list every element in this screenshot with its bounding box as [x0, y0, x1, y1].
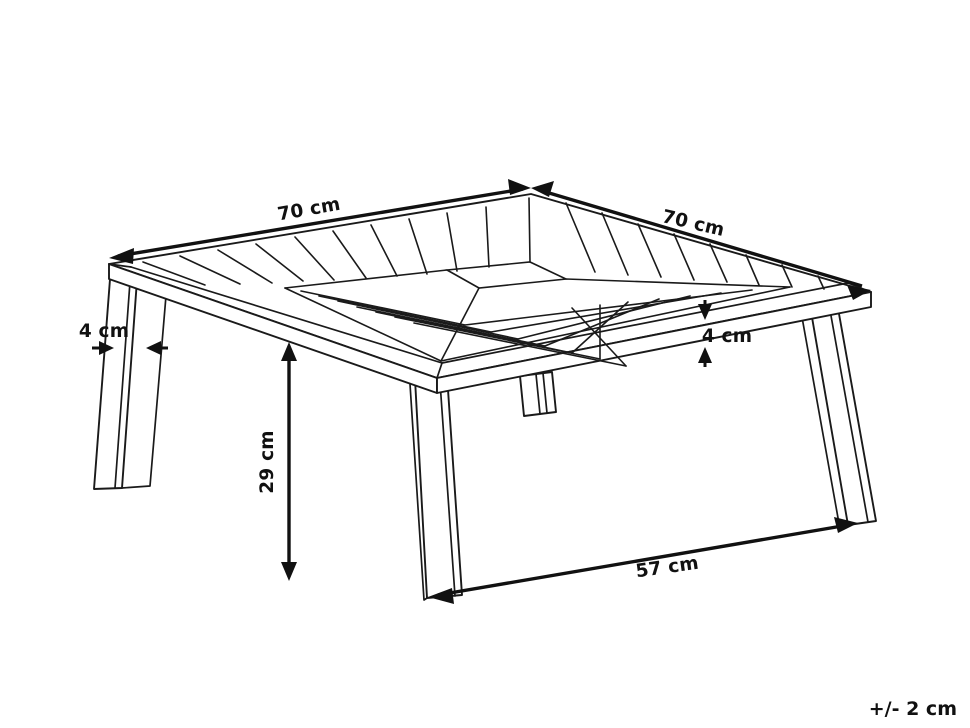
- leg-back-left: [93, 265, 169, 490]
- support-bracket: [519, 371, 557, 417]
- table-illustration: [93, 193, 877, 601]
- dimension-leg-span: 57 cm: [428, 517, 858, 604]
- dimension-top-thickness: 4 cm: [698, 300, 752, 367]
- tabletop-slat-pattern: [142, 197, 825, 367]
- dimension-label-table-height: 29 cm: [257, 430, 278, 493]
- tabletop: [108, 193, 872, 394]
- dimension-table-height: 29 cm: [257, 342, 297, 581]
- dimension-leg-thickness: 4 cm: [79, 321, 168, 355]
- leg-front-left: [409, 374, 463, 601]
- dimension-label-leg-span: 57 cm: [634, 553, 700, 583]
- dimension-label-top-thickness: 4 cm: [702, 326, 752, 347]
- dimension-label-leg-thickness: 4 cm: [79, 321, 129, 342]
- tolerance-note: +/- 2 cm: [869, 698, 957, 720]
- leg-back-right: [799, 296, 877, 530]
- dimension-top-left-edge: 70 cm: [109, 179, 531, 264]
